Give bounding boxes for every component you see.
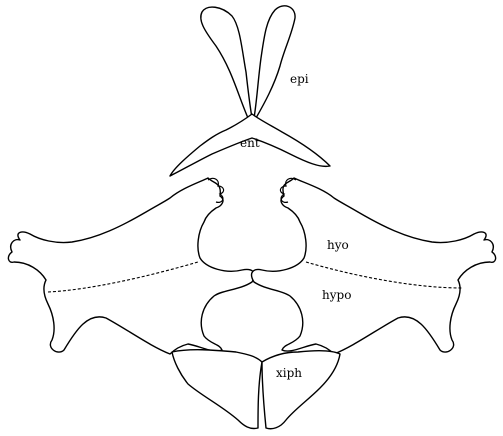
label-epi: epi (290, 72, 309, 86)
right-epiplastron (254, 6, 295, 118)
left-epiplastron (201, 7, 252, 118)
label-xiph: xiph (276, 366, 302, 380)
left-hyo-hypo-plastron (8, 178, 254, 354)
label-hypo: hypo (322, 288, 351, 302)
label-ent: ent (240, 136, 260, 150)
right-hyo-hypo-plastron (252, 178, 496, 354)
label-hyo: hyo (327, 238, 349, 252)
left-xiphiplastron (172, 350, 262, 429)
right-xiphiplastron (262, 351, 340, 429)
